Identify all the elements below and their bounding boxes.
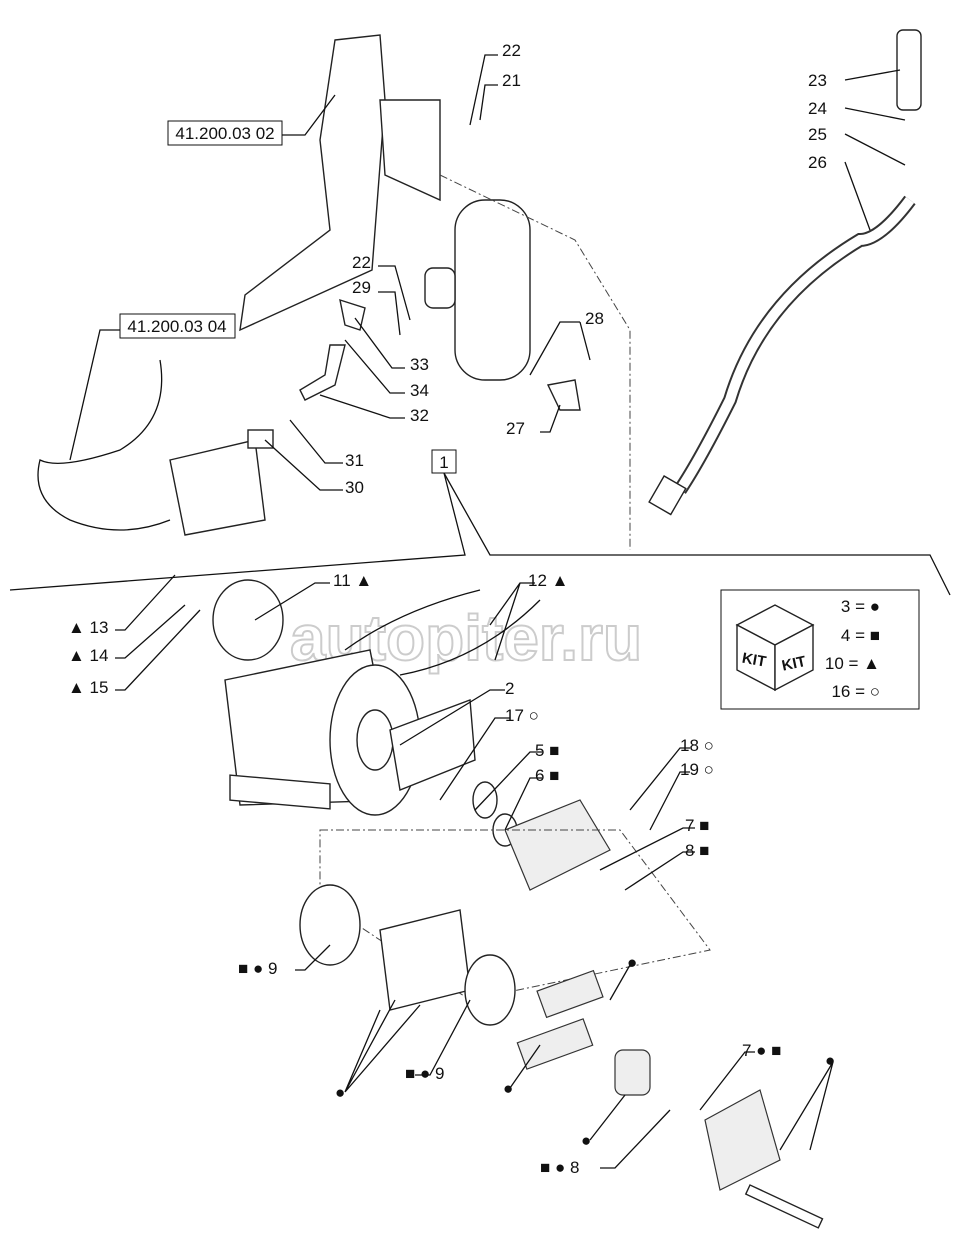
- callout-11: 11 ▲: [333, 571, 372, 590]
- bolt: [744, 1184, 824, 1229]
- callout-13: ▲ 13: [68, 618, 108, 637]
- callout-7b: 7 ● ■: [742, 1041, 781, 1060]
- kit-legend-4: 4 = ■: [841, 626, 880, 645]
- callout-24: 24: [808, 99, 827, 118]
- callout-7: 7 ■: [685, 816, 709, 835]
- callout-dot: ●: [825, 1051, 835, 1070]
- callout-31: 31: [345, 451, 364, 470]
- callout-29: 29: [352, 278, 371, 297]
- callout-8: 8 ■: [685, 841, 709, 860]
- callout-2: 2: [505, 679, 514, 698]
- reference-label: 1: [439, 453, 448, 472]
- cables: [344, 589, 541, 676]
- callout-33: 33: [410, 355, 429, 374]
- callout-dot: ●: [335, 1083, 345, 1102]
- callout-19: 19 ○: [680, 760, 714, 779]
- callout-30: 30: [345, 478, 364, 497]
- reference-label: 41.200.03 02: [175, 124, 274, 143]
- callout-23: 23: [808, 71, 827, 90]
- hose-end: [648, 475, 687, 516]
- reference-label: 41.200.03 04: [127, 317, 226, 336]
- callout-dot: ●: [627, 953, 637, 972]
- callout-14: ▲ 14: [68, 646, 108, 665]
- kit-label: KIT: [780, 653, 807, 675]
- kit-label: KIT: [741, 650, 768, 671]
- hose-26: [674, 195, 916, 494]
- callout-5: 5 ■: [535, 741, 559, 760]
- callout-27: 27: [506, 419, 525, 438]
- bushing: [614, 1049, 651, 1096]
- kit-legend-10: 10 = ▲: [825, 654, 880, 673]
- bracket-flange: [379, 99, 441, 202]
- gear-drive: [536, 969, 604, 1019]
- adapter-30: [247, 429, 274, 449]
- callout-34: 34: [410, 381, 429, 400]
- callout-32: 32: [410, 406, 429, 425]
- kit-box-icon: KIT KIT: [735, 604, 815, 692]
- reference-41-200-03-04[interactable]: 41.200.03 04: [119, 313, 236, 339]
- gear-driven: [516, 1018, 594, 1070]
- o-ring-9b: [464, 954, 516, 1026]
- solenoid-valve: [424, 267, 456, 309]
- valve-block: [169, 439, 266, 536]
- callout-22: 22: [502, 41, 521, 60]
- motor-foot: [229, 774, 331, 810]
- callout-15: ▲ 15: [68, 678, 108, 697]
- pump-cover-rear: [704, 1089, 781, 1191]
- callout-dot: ●: [581, 1131, 591, 1150]
- hose-left: [37, 359, 171, 531]
- callout-9: ■ ● 9: [238, 959, 277, 978]
- callout-dot: ●: [503, 1079, 513, 1098]
- callout-28: 28: [585, 309, 604, 328]
- kit-legend-16: 16 = ○: [831, 682, 880, 701]
- pump-cover-front: [504, 799, 611, 891]
- pump-body: [379, 909, 471, 1011]
- kit-legend-3: 3 = ●: [841, 597, 880, 616]
- reference-41-200-03-02[interactable]: 41.200.03 02: [167, 120, 283, 146]
- reference-assembly-1[interactable]: 1: [431, 449, 457, 474]
- callout-25: 25: [808, 125, 827, 144]
- callout-21: 21: [502, 71, 521, 90]
- callout-12: 12 ▲: [528, 571, 568, 590]
- kit-legend: KIT KIT 3 = ● 4 = ■ 10 = ▲ 16 = ○: [720, 589, 920, 710]
- callout-9b: ■ ● 9: [405, 1064, 444, 1083]
- callout-8b: ■ ● 8: [540, 1158, 579, 1177]
- callout-26: 26: [808, 153, 827, 172]
- pipe-32: [299, 344, 346, 401]
- callout-18: 18 ○: [680, 736, 714, 755]
- solenoid-switch: [212, 579, 284, 661]
- hydraulic-filter: [454, 199, 531, 381]
- o-ring-9: [299, 884, 361, 966]
- breather-23: [896, 29, 922, 111]
- gasket-17: [389, 699, 476, 791]
- callout-17: 17 ○: [505, 706, 539, 725]
- elbow-fitting-27: [546, 379, 581, 411]
- callout-22b: 22: [352, 253, 371, 272]
- mounting-bracket: [239, 34, 386, 332]
- callout-6: 6 ■: [535, 766, 559, 785]
